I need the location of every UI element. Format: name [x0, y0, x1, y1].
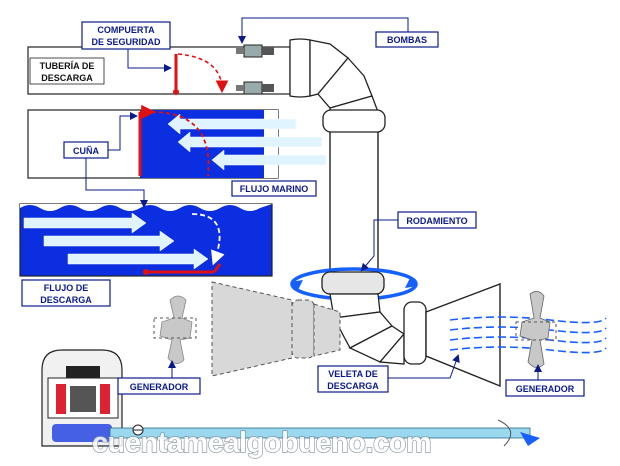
- label-veleta-line2: DESCARGA: [327, 381, 379, 391]
- label-bombas-text: BOMBAS: [387, 35, 427, 45]
- label-tuberia: TUBERÍA DE DESCARGA: [29, 57, 105, 85]
- label-tuberia-line2: DESCARGA: [41, 73, 93, 83]
- label-generador-right-text: GENERADOR: [516, 384, 575, 394]
- label-rodamiento: RODAMIENTO: [360, 211, 477, 272]
- gate-icon: [138, 53, 229, 177]
- label-generador-left: GENERADOR: [117, 360, 201, 395]
- label-flujo-descarga: FLUJO DE DESCARGA: [21, 279, 111, 307]
- pump-icon: [236, 44, 274, 95]
- label-flujo-descarga-line2: DESCARGA: [40, 295, 92, 305]
- rotation-arrow-icon: [290, 280, 303, 290]
- bottom-elbow: [329, 282, 501, 388]
- label-compuerta: COMPUERTA DE SEGURIDAD: [81, 21, 172, 72]
- ghost-turbine-icon: [153, 295, 197, 364]
- vertical-pipe: [289, 38, 386, 276]
- turbine-icon: [515, 291, 557, 368]
- label-generador-right: GENERADOR: [505, 364, 585, 397]
- label-compuerta-line2: DE SEGURIDAD: [91, 37, 161, 47]
- label-tuberia-line1: TUBERÍA DE: [40, 61, 95, 71]
- label-flujo-descarga-line1: FLUJO DE: [44, 283, 89, 293]
- inlet-arrows: [167, 113, 327, 171]
- ghost-vane: [211, 281, 341, 377]
- discharge-vane: [425, 282, 501, 388]
- label-cuna: CUÑA: [63, 112, 148, 208]
- discharge-arrows: [23, 212, 209, 270]
- label-rodamiento-text: RODAMIENTO: [406, 216, 467, 226]
- label-flujo-marino: FLUJO MARINO: [231, 180, 317, 197]
- label-bombas: BOMBAS: [238, 17, 439, 48]
- watermark-text: cuentamealgobueno.com: [92, 427, 431, 459]
- bearing: [290, 267, 418, 301]
- label-generador-left-text: GENERADOR: [130, 382, 189, 392]
- label-cuna-text: CUÑA: [73, 146, 99, 156]
- label-veleta: VELETA DE DESCARGA: [317, 354, 460, 393]
- label-flujo-marino-text: FLUJO MARINO: [240, 184, 309, 194]
- bottom-pipeline: [109, 419, 540, 447]
- generator-icon: [41, 349, 123, 447]
- label-compuerta-line1: COMPUERTA: [97, 25, 155, 35]
- flow-lines-right: [449, 316, 607, 354]
- wedge: [143, 263, 222, 275]
- label-veleta-line1: VELETA DE: [328, 369, 378, 379]
